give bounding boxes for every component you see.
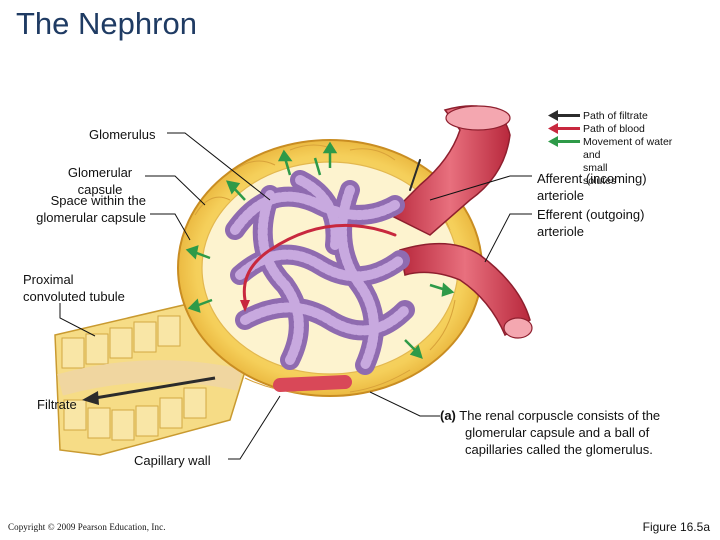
legend-water-label-2: and small solutes (583, 149, 617, 187)
page-title: The Nephron (16, 6, 197, 41)
copyright-notice: Copyright © 2009 Pearson Education, Inc. (8, 522, 166, 532)
label-efferent-line2: arteriole (537, 224, 584, 239)
legend-water-label-1: Movement of water (583, 136, 673, 148)
water-arrow-icon (548, 136, 580, 147)
filtrate-arrow (82, 376, 216, 405)
label-capsular-space: Space within the glomerular capsule (10, 192, 146, 226)
label-proximal-line1: Proximal (23, 272, 74, 287)
caption-letter: (a) (440, 408, 456, 423)
caption-line3: capillaries called the glomerulus. (465, 442, 653, 457)
label-afferent-line1: Afferent (incoming) (537, 171, 647, 186)
label-efferent-line1: Efferent (outgoing) (537, 207, 645, 222)
blood-arrow-icon (548, 123, 580, 134)
caption-line2: glomerular capsule and a ball of (465, 425, 650, 440)
label-glomerular-capsule-line1: Glomerular (67, 165, 133, 180)
leader-lines (59, 132, 532, 460)
label-glomerular-capsule-line2: capsule (77, 182, 123, 197)
water-movement-arrows (185, 141, 455, 359)
figure-number: Figure 16.5a (642, 520, 710, 534)
legend-blood-label: Path of blood (583, 123, 645, 135)
label-proximal-tubule: Proximal convoluted tubule (23, 271, 125, 305)
label-proximal-line2: convoluted tubule (23, 289, 125, 304)
figure-caption: (a) The renal corpuscle consists of the … (440, 407, 660, 458)
caption-line1: The renal corpuscle consists of the (459, 408, 661, 423)
label-glomerular-capsule: Glomerular capsule (55, 164, 145, 198)
label-filtrate: Filtrate (37, 397, 77, 412)
label-efferent-arteriole: Efferent (outgoing) arteriole (537, 206, 644, 240)
legend-filtrate-label: Path of filtrate (583, 110, 648, 122)
label-glomerulus: Glomerulus (89, 127, 156, 142)
label-capsular-space-line1: Space within the (50, 193, 146, 208)
label-capsular-space-line2: glomerular capsule (36, 210, 146, 225)
proximal-tubule (54, 299, 251, 456)
arterioles (388, 105, 533, 339)
filtrate-arrow-icon (548, 110, 580, 121)
label-afferent-arteriole: Afferent (incoming) arteriole (537, 170, 647, 204)
label-afferent-line2: arteriole (537, 188, 584, 203)
glomerulus (225, 159, 421, 392)
label-capillary-wall: Capillary wall (134, 453, 211, 468)
